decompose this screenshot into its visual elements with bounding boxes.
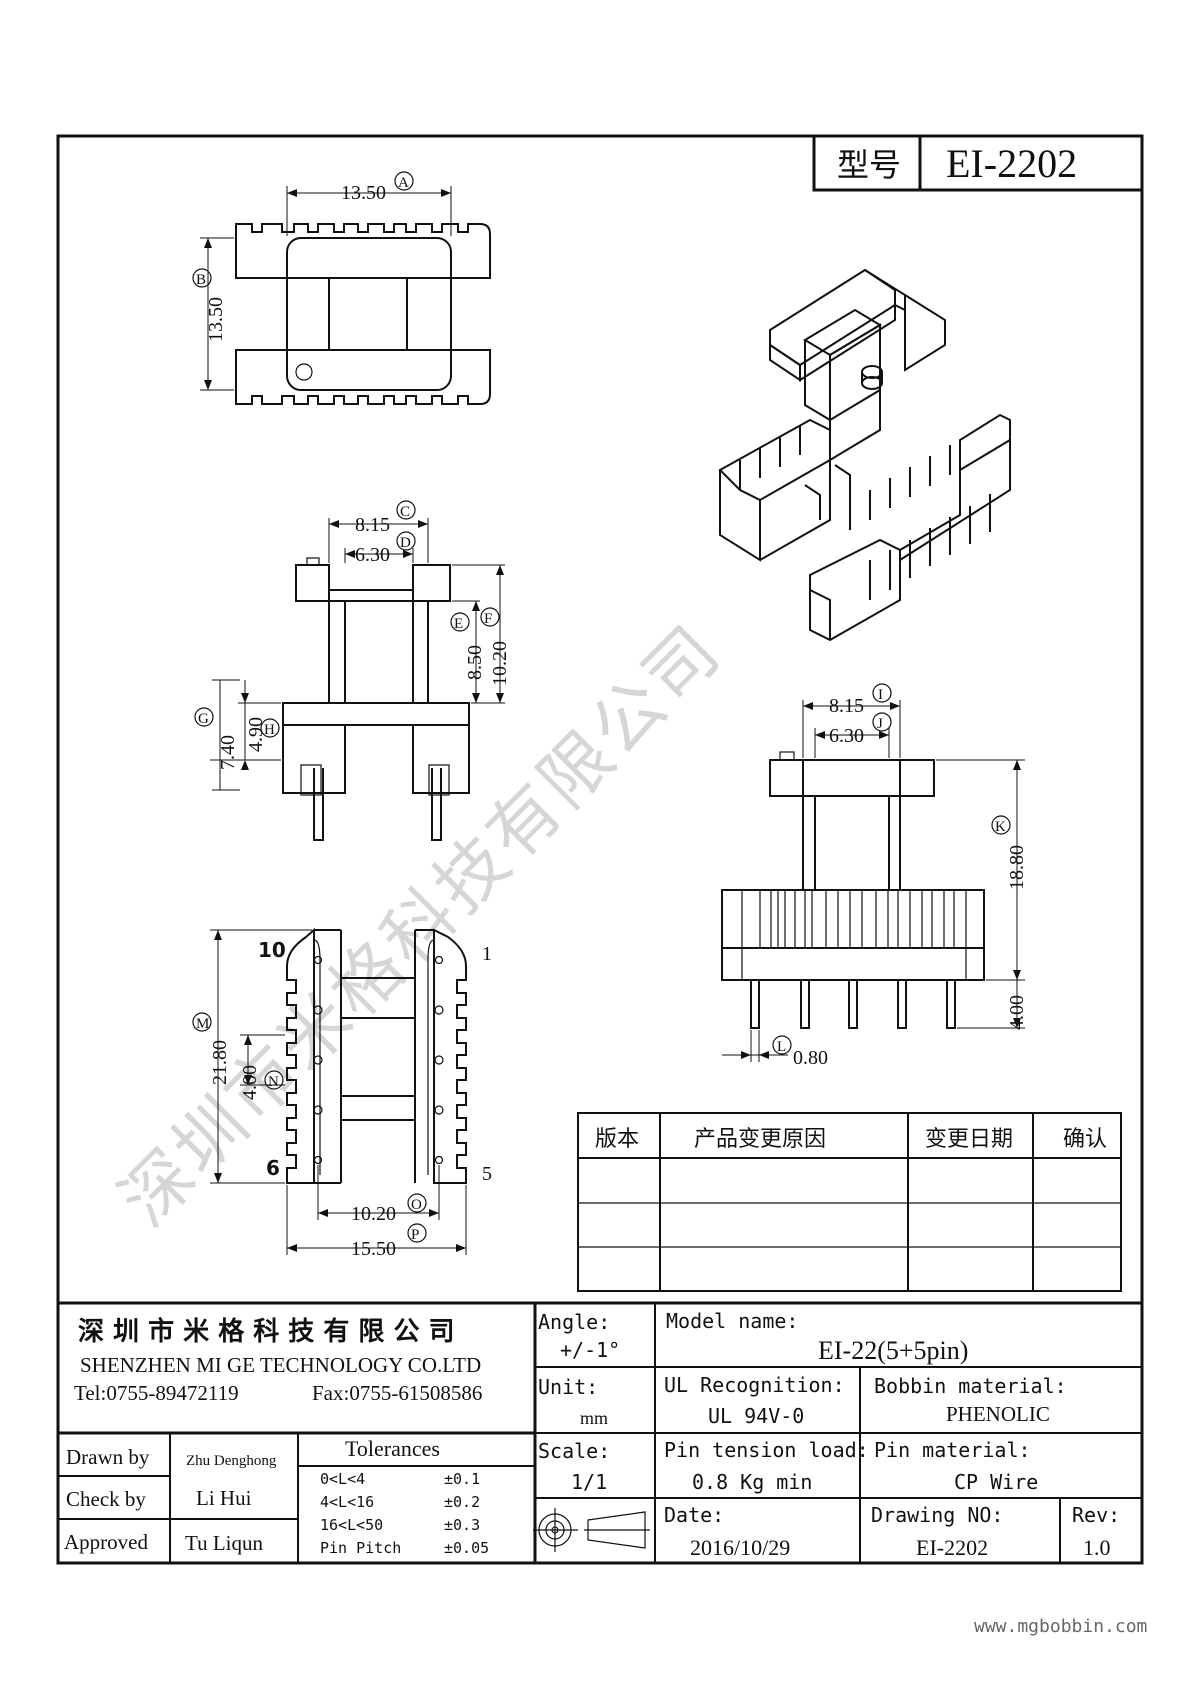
rev-col-date: 变更日期 [925,1127,1013,1152]
approved-value: Tu Liqun [185,1531,264,1555]
dim-b-value: 13.50 [205,297,227,342]
dim-g-value: 7.40 [217,735,239,770]
date-label: Date: [664,1503,724,1527]
tolerance-range-1: 0<L<4 [320,1470,365,1488]
pin-tension-value: 0.8 Kg min [692,1470,812,1494]
dim-k-value: 18.80 [1006,845,1028,890]
rev-col-version: 版本 [595,1127,639,1152]
model-label: 型号 [837,146,901,184]
dim-k2-value: 4.00 [1006,995,1028,1030]
tolerances-label: Tolerances [345,1436,440,1461]
unit-label: Unit: [538,1375,598,1399]
dim-d-tag: D [400,535,411,551]
dim-f-tag: F [484,611,492,627]
pin-label-5: 5 [482,1163,492,1185]
side-view: 8.15 I 6.30 J 18.80 K 4.00 L 0.80 [721,683,1028,1069]
bobbin-material-value: PHENOLIC [946,1402,1050,1426]
dim-i-value: 8.15 [829,695,864,717]
revision-table: 版本 产品变更原因 变更日期 确认 [577,1112,1122,1292]
tolerance-value-2: ±0.2 [444,1493,480,1511]
rev-label: Rev: [1072,1503,1120,1527]
drawn-by-value: Zhu Denghong [186,1453,277,1469]
drawn-by-label: Drawn by [66,1445,150,1469]
front-view: 8.15 C 6.30 D 8.50 E 10.20 F 4.90 H 7.40 [194,500,511,841]
dim-p-value: 15.50 [351,1238,396,1260]
scale-label: Scale: [538,1439,610,1463]
tolerance-value-4: ±0.05 [444,1539,489,1557]
dim-o-value: 10.20 [351,1203,396,1225]
dim-l-value: 0.80 [793,1047,828,1069]
pin-material-value: CP Wire [954,1470,1038,1494]
dim-c-value: 8.15 [355,514,390,536]
dim-e-value: 8.50 [464,645,486,680]
dim-j-value: 6.30 [829,725,864,747]
check-by-label: Check by [66,1487,146,1511]
sheet-border [56,134,1144,1565]
dim-n-tag: N [268,1074,279,1090]
angle-value: +/-1° [560,1338,620,1362]
tolerance-value-1: ±0.1 [444,1470,480,1488]
dim-n-value: 4.00 [239,1065,261,1100]
dim-h-tag: H [264,722,275,738]
pin-tension-label: Pin tension load: [664,1438,869,1462]
projection-symbol-icon [533,1508,650,1552]
model-name-label: Model name: [666,1309,798,1333]
check-by-value: Li Hui [196,1486,252,1510]
dim-p-tag: P [411,1227,419,1243]
rev-col-reason: 产品变更原因 [694,1127,826,1152]
ul-label: UL Recognition: [664,1373,845,1397]
company-name-cn: 深 圳 市 米 格 科 技 有 限 公 司 [78,1316,455,1347]
approved-label: Approved [64,1530,148,1554]
dim-o-tag: O [411,1197,422,1213]
dim-l-tag: L [777,1039,786,1055]
dim-j-tag: J [877,716,883,732]
model-box: 型号 EI-2202 [812,136,1142,192]
dim-b-tag: B [196,272,206,288]
tolerance-range-3: 16<L<50 [320,1516,383,1534]
angle-label: Angle: [538,1310,610,1334]
tolerance-value-3: ±0.3 [444,1516,480,1534]
pin-material-label: Pin material: [874,1438,1031,1462]
dim-m-value: 21.80 [209,1040,231,1085]
dim-g-tag: G [198,711,209,727]
dim-d-value: 6.30 [355,544,390,566]
dim-c-tag: C [400,504,410,520]
dim-a-tag: A [398,175,409,191]
ul-value: UL 94V-0 [708,1404,804,1428]
company-name-en: SHENZHEN MI GE TECHNOLOGY CO.LTD [80,1353,481,1377]
scale-value: 1/1 [571,1470,607,1494]
pin-label-10: 10 [258,938,286,962]
dim-a-value: 13.50 [341,182,386,204]
rev-col-confirm: 确认 [1063,1127,1107,1152]
website-url: www.mgbobbin.com [974,1616,1147,1637]
tolerance-range-4: Pin Pitch [320,1539,401,1557]
pin-label-6: 6 [266,1156,280,1180]
company-fax: Fax:0755-61508586 [312,1381,482,1405]
drawing-no-value: EI-2202 [916,1535,988,1560]
tolerance-range-2: 4<L<16 [320,1493,374,1511]
model-name-value: EI-22(5+5pin) [818,1336,968,1365]
isometric-view [718,268,1011,642]
dim-i-tag: I [878,687,883,703]
top-view: 13.50 A 13.50 B [192,171,491,405]
dim-k-tag: K [995,819,1006,835]
pin-label-1: 1 [482,943,492,965]
bobbin-material-label: Bobbin material: [874,1374,1067,1398]
date-value: 2016/10/29 [690,1535,790,1560]
title-block: 深 圳 市 米 格 科 技 有 限 公 司 SHENZHEN MI GE TEC… [58,1301,1142,1563]
unit-value: mm [580,1408,608,1428]
dim-f-value: 10.20 [489,641,511,686]
company-tel: Tel:0755-89472119 [74,1381,239,1405]
bottom-view: 10 1 6 5 21.80 M 4.00 N 10.20 O 15.50 [192,927,492,1260]
drawing-no-label: Drawing NO: [871,1503,1003,1527]
rev-value: 1.0 [1083,1535,1111,1560]
dim-m-tag: M [196,1016,209,1032]
model-value: EI-2202 [946,141,1077,186]
dim-e-tag: E [454,616,463,632]
